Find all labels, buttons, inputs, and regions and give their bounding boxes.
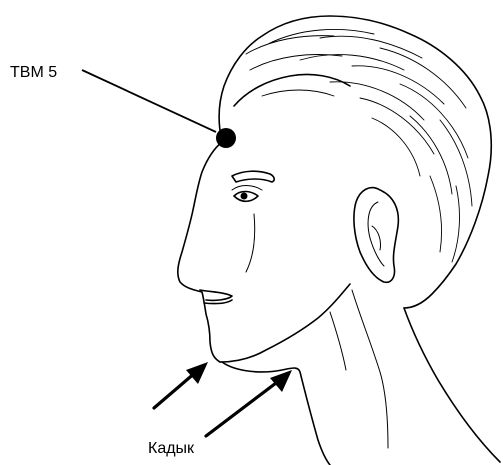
hair-strands xyxy=(246,29,472,262)
arrow-left-icon xyxy=(154,362,208,408)
cheek-line xyxy=(246,214,255,272)
eye-lid xyxy=(232,186,262,191)
neck-muscle-line-2 xyxy=(330,312,346,370)
neck-back xyxy=(404,308,500,462)
acupoint-label: ТВМ 5 xyxy=(10,64,57,82)
eyebrow xyxy=(232,171,274,182)
neck-muscle-line xyxy=(352,290,388,448)
arrow-right-icon xyxy=(206,370,292,436)
ear-outline xyxy=(354,188,398,283)
acupoint-marker xyxy=(216,128,236,148)
upper-lip xyxy=(200,290,232,300)
adams-apple-label: Кадык xyxy=(148,440,194,458)
ear-inner xyxy=(368,202,384,266)
acupoint-leader-line xyxy=(82,70,216,132)
face-profile-outline xyxy=(178,142,222,362)
jaw-line xyxy=(220,284,350,362)
hair-outline xyxy=(219,16,491,308)
pupil xyxy=(241,193,248,200)
